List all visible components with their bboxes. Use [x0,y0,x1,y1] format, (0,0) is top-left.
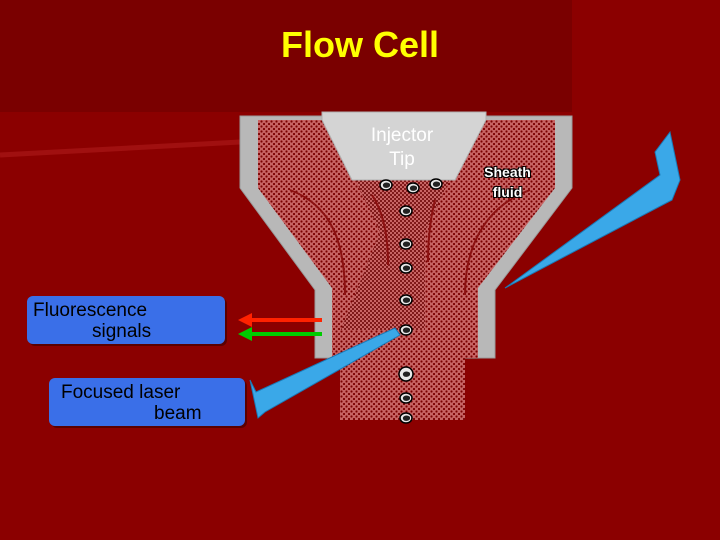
laser-label-line2: beam [154,403,202,424]
flow-arrow-left [289,189,346,296]
injector-tip [321,111,487,181]
signal-arrow-green [238,327,322,341]
sheath-stream-icon [504,130,681,289]
background-streak [0,139,241,158]
injector-tip-label-line2: Tip [389,149,415,170]
signal-arrow-red [238,313,322,327]
cell-icon [399,205,413,217]
cells-group [379,178,443,424]
background-panel [0,0,572,112]
fluorescence-label-line2: signals [92,321,152,342]
injector-tip-label: Injector Tip [352,124,452,172]
sheath-fluid-label-line2: fluid [492,184,523,200]
cell-icon [398,366,414,382]
cell-icon [429,178,443,190]
fluorescence-signals-callout: Fluorescence signals [27,296,225,344]
cell-icon [406,182,420,194]
cell-icon [399,392,413,404]
laser-beam-icon [249,327,401,419]
sheath-fluid-label: Sheath fluid [460,162,555,202]
laser-label-line1: Focused laser [61,382,181,403]
cell-icon [399,294,413,306]
flow-arrow-right [464,189,531,296]
laser-beam-callout: Focused laser beam [49,378,245,426]
injector-tip-label-line1: Injector [370,125,434,146]
cell-icon [399,238,413,250]
cell-icon [399,262,413,274]
cell-icon [399,324,413,336]
page-title: Flow Cell [280,24,439,65]
sheath-fluid-label-line1: Sheath [484,164,531,180]
fluorescence-label-line1: Fluorescence [33,300,148,321]
cell-icon [379,179,393,191]
cell-icon [399,412,413,424]
flow-arrow-inner-right [427,199,436,263]
flow-arrow-inner-left [371,194,389,266]
